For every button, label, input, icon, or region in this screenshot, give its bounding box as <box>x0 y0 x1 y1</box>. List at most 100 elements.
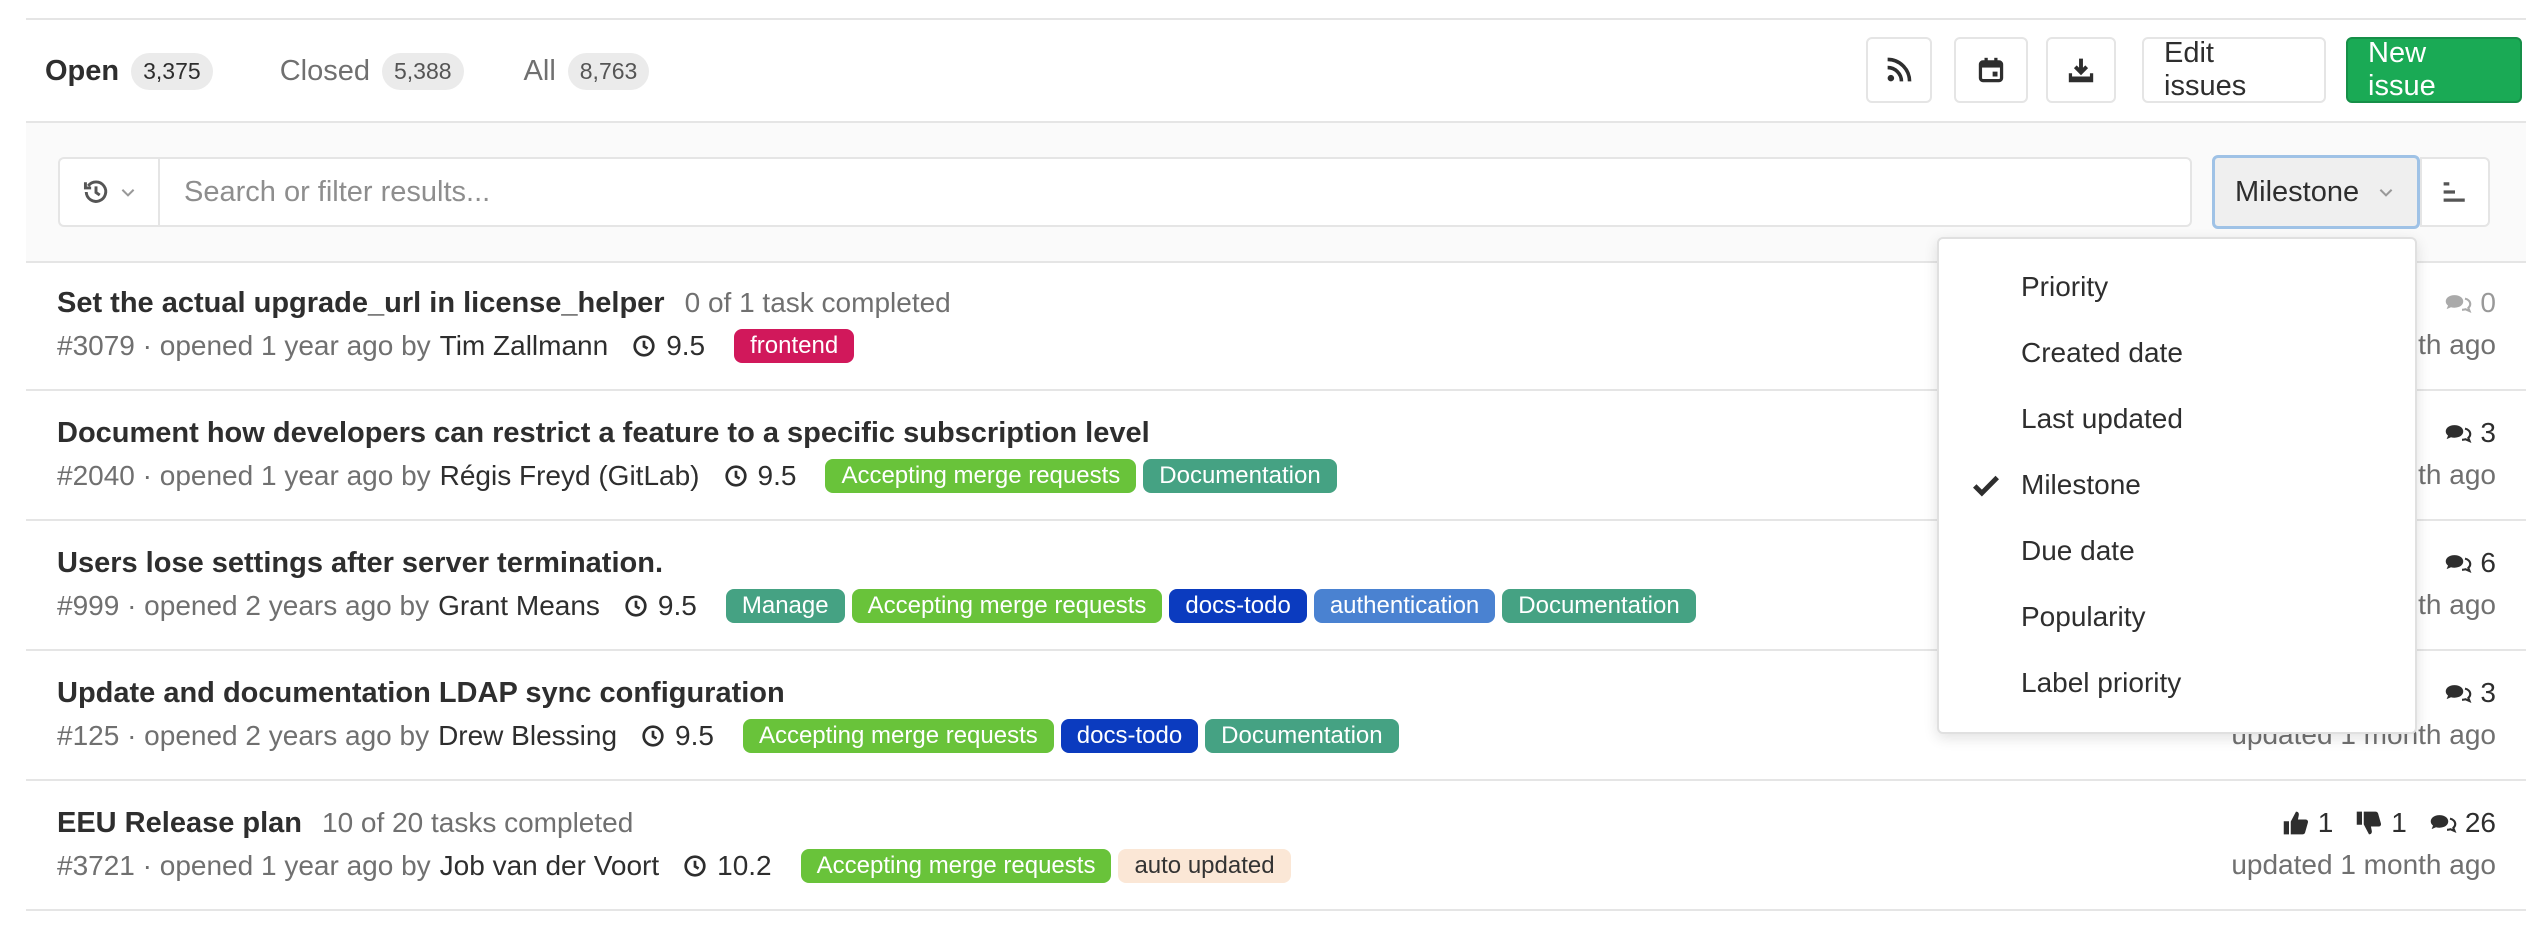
clock-icon <box>633 335 655 357</box>
issue-milestone[interactable]: 9.5 <box>641 720 714 752</box>
issue-state-tabs: Open 3,375 Closed 5,388 All 8,763 <box>26 20 690 125</box>
issue-label[interactable]: Documentation <box>1205 719 1399 753</box>
comments-count-value: 26 <box>2464 807 2496 838</box>
issue-opened-text: · opened 2 years ago by <box>127 590 430 621</box>
issue-label[interactable]: docs-todo <box>1169 589 1307 623</box>
sort-option-priority[interactable]: Priority <box>1939 257 2415 317</box>
comments-count[interactable]: 3 <box>2444 417 2496 449</box>
issue-author[interactable]: Tim Zallmann <box>439 330 609 361</box>
issue-updated-text: updated 1 month ago <box>2231 849 2496 880</box>
sort-dropdown-toggle[interactable]: Milestone <box>2212 155 2420 229</box>
issue-milestone[interactable]: 9.5 <box>624 590 697 622</box>
downvotes-count-value: 1 <box>2391 807 2407 838</box>
issue-label[interactable]: Accepting merge requests <box>800 849 1112 883</box>
issue-label[interactable]: Accepting merge requests <box>742 719 1054 753</box>
issue-label[interactable]: authentication <box>1313 589 1496 623</box>
issue-title[interactable]: Document how developers can restrict a f… <box>57 417 1150 450</box>
issue-author[interactable]: Grant Means <box>438 590 600 621</box>
issue-author[interactable]: Régis Freyd (GitLab) <box>439 460 700 491</box>
chevron-down-icon <box>2379 189 2393 197</box>
issue-label[interactable]: Manage <box>725 589 845 623</box>
issue-title[interactable]: Update and documentation LDAP sync confi… <box>57 677 785 710</box>
issue-opened-text: · opened 1 year ago by <box>142 330 431 361</box>
issue-reference: #999 <box>57 590 120 621</box>
issue-title-text[interactable]: EEU Release plan <box>57 807 302 839</box>
issue-milestone-label: 9.5 <box>666 330 706 361</box>
thumbs-up-icon <box>2283 811 2308 835</box>
issue-label[interactable]: frontend <box>734 329 855 363</box>
issue-milestone-label: 9.5 <box>675 720 714 751</box>
checkmark-icon <box>1973 475 1999 497</box>
issue-label[interactable]: Documentation <box>1502 589 1696 623</box>
sort-option-due-date[interactable]: Due date <box>1939 521 2415 581</box>
upvotes-count-value: 1 <box>2317 807 2334 838</box>
sort-option-label-priority[interactable]: Label priority <box>1939 653 2415 713</box>
sort-option-popularity[interactable]: Popularity <box>1939 587 2415 647</box>
issue-title-text[interactable]: Set the actual upgrade_url in license_he… <box>57 287 665 319</box>
edit-issues-button[interactable]: Edit issues <box>2142 37 2326 103</box>
issue-label[interactable]: docs-todo <box>1060 719 1199 753</box>
issue-opened-text: · opened 1 year ago by <box>142 460 431 491</box>
tab-open-count: 3,375 <box>131 53 213 90</box>
issue-milestone-label: 9.5 <box>657 590 697 621</box>
sort-option-label: Due date <box>2021 535 2135 566</box>
issue-opened-text: · opened 1 year ago by <box>142 850 431 881</box>
issue-label[interactable]: Accepting merge requests <box>825 459 1137 493</box>
downvotes-count[interactable]: 1 <box>2355 807 2407 839</box>
sort-direction-button[interactable] <box>2420 157 2490 227</box>
issue-title-text[interactable]: Document how developers can restrict a f… <box>57 417 1150 449</box>
search-input[interactable] <box>158 157 2192 227</box>
comments-icon <box>2446 685 2472 704</box>
comments-count[interactable]: 3 <box>2444 677 2496 709</box>
sort-option-label: Popularity <box>2021 601 2146 632</box>
issue-title-text[interactable]: Users lose settings after server termina… <box>57 547 664 579</box>
history-icon <box>83 180 108 203</box>
issue-milestone[interactable]: 9.5 <box>724 460 797 492</box>
issue-label[interactable]: Documentation <box>1143 459 1337 493</box>
issue-milestone[interactable]: 10.2 <box>683 850 772 882</box>
issue-title-text[interactable]: Update and documentation LDAP sync confi… <box>57 677 785 709</box>
issue-label[interactable]: auto updated <box>1118 849 1291 883</box>
sort-lowest-icon <box>2443 182 2465 202</box>
tab-open[interactable]: Open 3,375 <box>26 20 239 125</box>
tab-open-label: Open <box>45 55 120 87</box>
sort-option-created-date[interactable]: Created date <box>1939 323 2415 383</box>
issue-label[interactable]: Accepting merge requests <box>851 589 1163 623</box>
export-button[interactable] <box>2046 37 2116 103</box>
issue-milestone-label: 10.2 <box>717 850 772 881</box>
rss-icon <box>1887 57 1912 82</box>
issue-tasks-status: 0 of 1 task completed <box>684 287 951 318</box>
issue-milestone[interactable]: 9.5 <box>632 330 705 362</box>
calendar-icon <box>1978 57 2004 83</box>
comments-count-value: 6 <box>2480 547 2496 578</box>
sort-option-last-updated[interactable]: Last updated <box>1939 389 2415 449</box>
comments-count[interactable]: 26 <box>2429 807 2496 839</box>
issue-milestone-label: 9.5 <box>757 460 797 491</box>
issue-author[interactable]: Drew Blessing <box>438 720 618 751</box>
tab-all-label: All <box>523 55 556 87</box>
comments-count[interactable]: 0 <box>2444 287 2496 319</box>
comments-icon <box>2446 425 2472 444</box>
issue-reference: #3079 <box>57 330 135 361</box>
tab-all-count: 8,763 <box>567 53 650 90</box>
comments-count[interactable]: 6 <box>2444 547 2496 579</box>
tab-all[interactable]: All 8,763 <box>505 20 669 123</box>
calendar-button[interactable] <box>1954 37 2028 103</box>
issue-row: Update and documentation LDAP sync confi… <box>26 651 2526 781</box>
issue-title[interactable]: Users lose settings after server termina… <box>57 547 663 580</box>
issue-title[interactable]: Set the actual upgrade_url in license_he… <box>57 287 951 320</box>
recent-searches-button[interactable] <box>58 157 160 227</box>
issue-author[interactable]: Job van der Voort <box>439 850 660 881</box>
tabs-divider <box>26 121 2526 123</box>
chevron-down-icon <box>121 189 135 197</box>
tab-closed[interactable]: Closed 5,388 <box>261 20 483 123</box>
rss-button[interactable] <box>1866 37 1932 103</box>
comments-count-value: 3 <box>2480 677 2496 708</box>
tab-closed-count: 5,388 <box>381 53 464 90</box>
issue-title[interactable]: EEU Release plan 10 of 20 tasks completed <box>57 807 633 840</box>
new-issue-button[interactable]: New issue <box>2346 37 2522 103</box>
issue-tasks-status: 10 of 20 tasks completed <box>322 807 634 838</box>
sort-dropdown-menu: Priority Created date Last updated Miles… <box>1937 237 2417 734</box>
upvotes-count[interactable]: 1 <box>2282 807 2334 839</box>
sort-option-milestone[interactable]: Milestone <box>1939 455 2415 515</box>
